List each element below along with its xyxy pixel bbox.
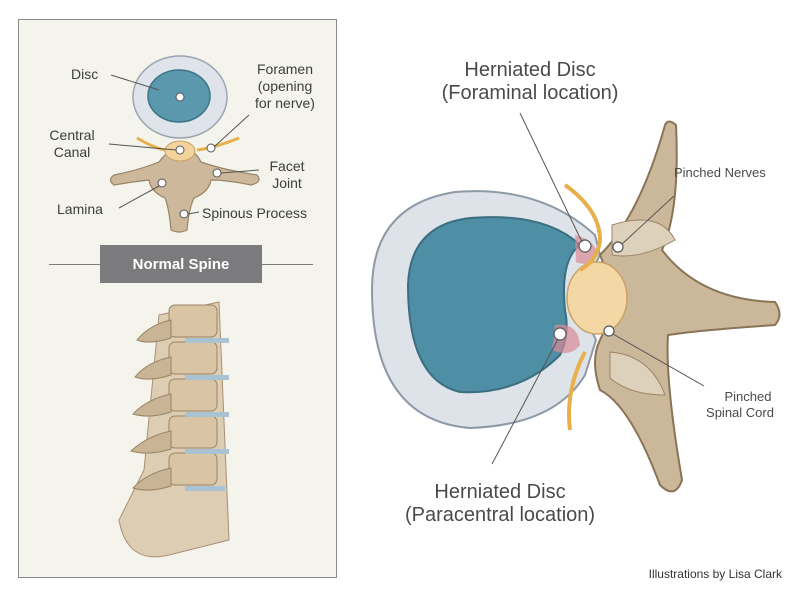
spinous-process-label: Spinous Process bbox=[202, 205, 308, 221]
lamina-label: Lamina bbox=[57, 201, 103, 217]
herniated-disc-body bbox=[370, 190, 602, 430]
nerve-roots bbox=[563, 183, 603, 431]
facet-joint-label-line1: Facet bbox=[269, 158, 305, 174]
foraminal-dot bbox=[578, 239, 592, 253]
herniated-vertebra-bone bbox=[566, 120, 781, 493]
paracentral-dot bbox=[553, 327, 567, 341]
banner-rule-right bbox=[262, 264, 313, 265]
normal-spine-banner: Normal Spine bbox=[100, 245, 262, 283]
foramen-label-line1: Foramen bbox=[256, 61, 314, 77]
pinched-cord-label-line1: Pinched bbox=[724, 389, 772, 404]
foramen-dot bbox=[206, 143, 216, 153]
pinched-nerves-label: Pinched Nerves bbox=[674, 165, 766, 180]
normal-spine-illustration bbox=[108, 55, 260, 558]
foraminal-title-line1: Herniated Disc bbox=[464, 59, 596, 81]
lateral-spine-view bbox=[118, 301, 230, 558]
foramen-label-line3: for nerve) bbox=[255, 95, 315, 111]
illustration-credit: Illustrations by Lisa Clark bbox=[648, 567, 782, 581]
paracentral-title-line1: Herniated Disc bbox=[434, 481, 566, 503]
pinched-cord-label-line2: Spinal Cord bbox=[706, 405, 774, 420]
central-canal-label-line2: Canal bbox=[53, 144, 91, 160]
normal-spine-panel: Disc Foramen (opening for nerve) Central… bbox=[18, 19, 337, 578]
facet-joint-label-line2: Joint bbox=[272, 175, 302, 191]
foramen-label-line2: (opening bbox=[257, 78, 313, 94]
pinched-nerves-dot bbox=[612, 241, 624, 253]
disc-dot bbox=[175, 92, 185, 102]
foraminal-title-line2: (Foraminal location) bbox=[441, 82, 619, 104]
banner-rule-left bbox=[49, 264, 100, 265]
paracentral-title-line2: (Paracentral location) bbox=[404, 504, 596, 526]
central-canal-label-line1: Central bbox=[49, 127, 95, 143]
disc-label: Disc bbox=[71, 66, 99, 82]
pinched-cord-dot bbox=[603, 325, 615, 337]
lamina-dot bbox=[157, 178, 167, 188]
